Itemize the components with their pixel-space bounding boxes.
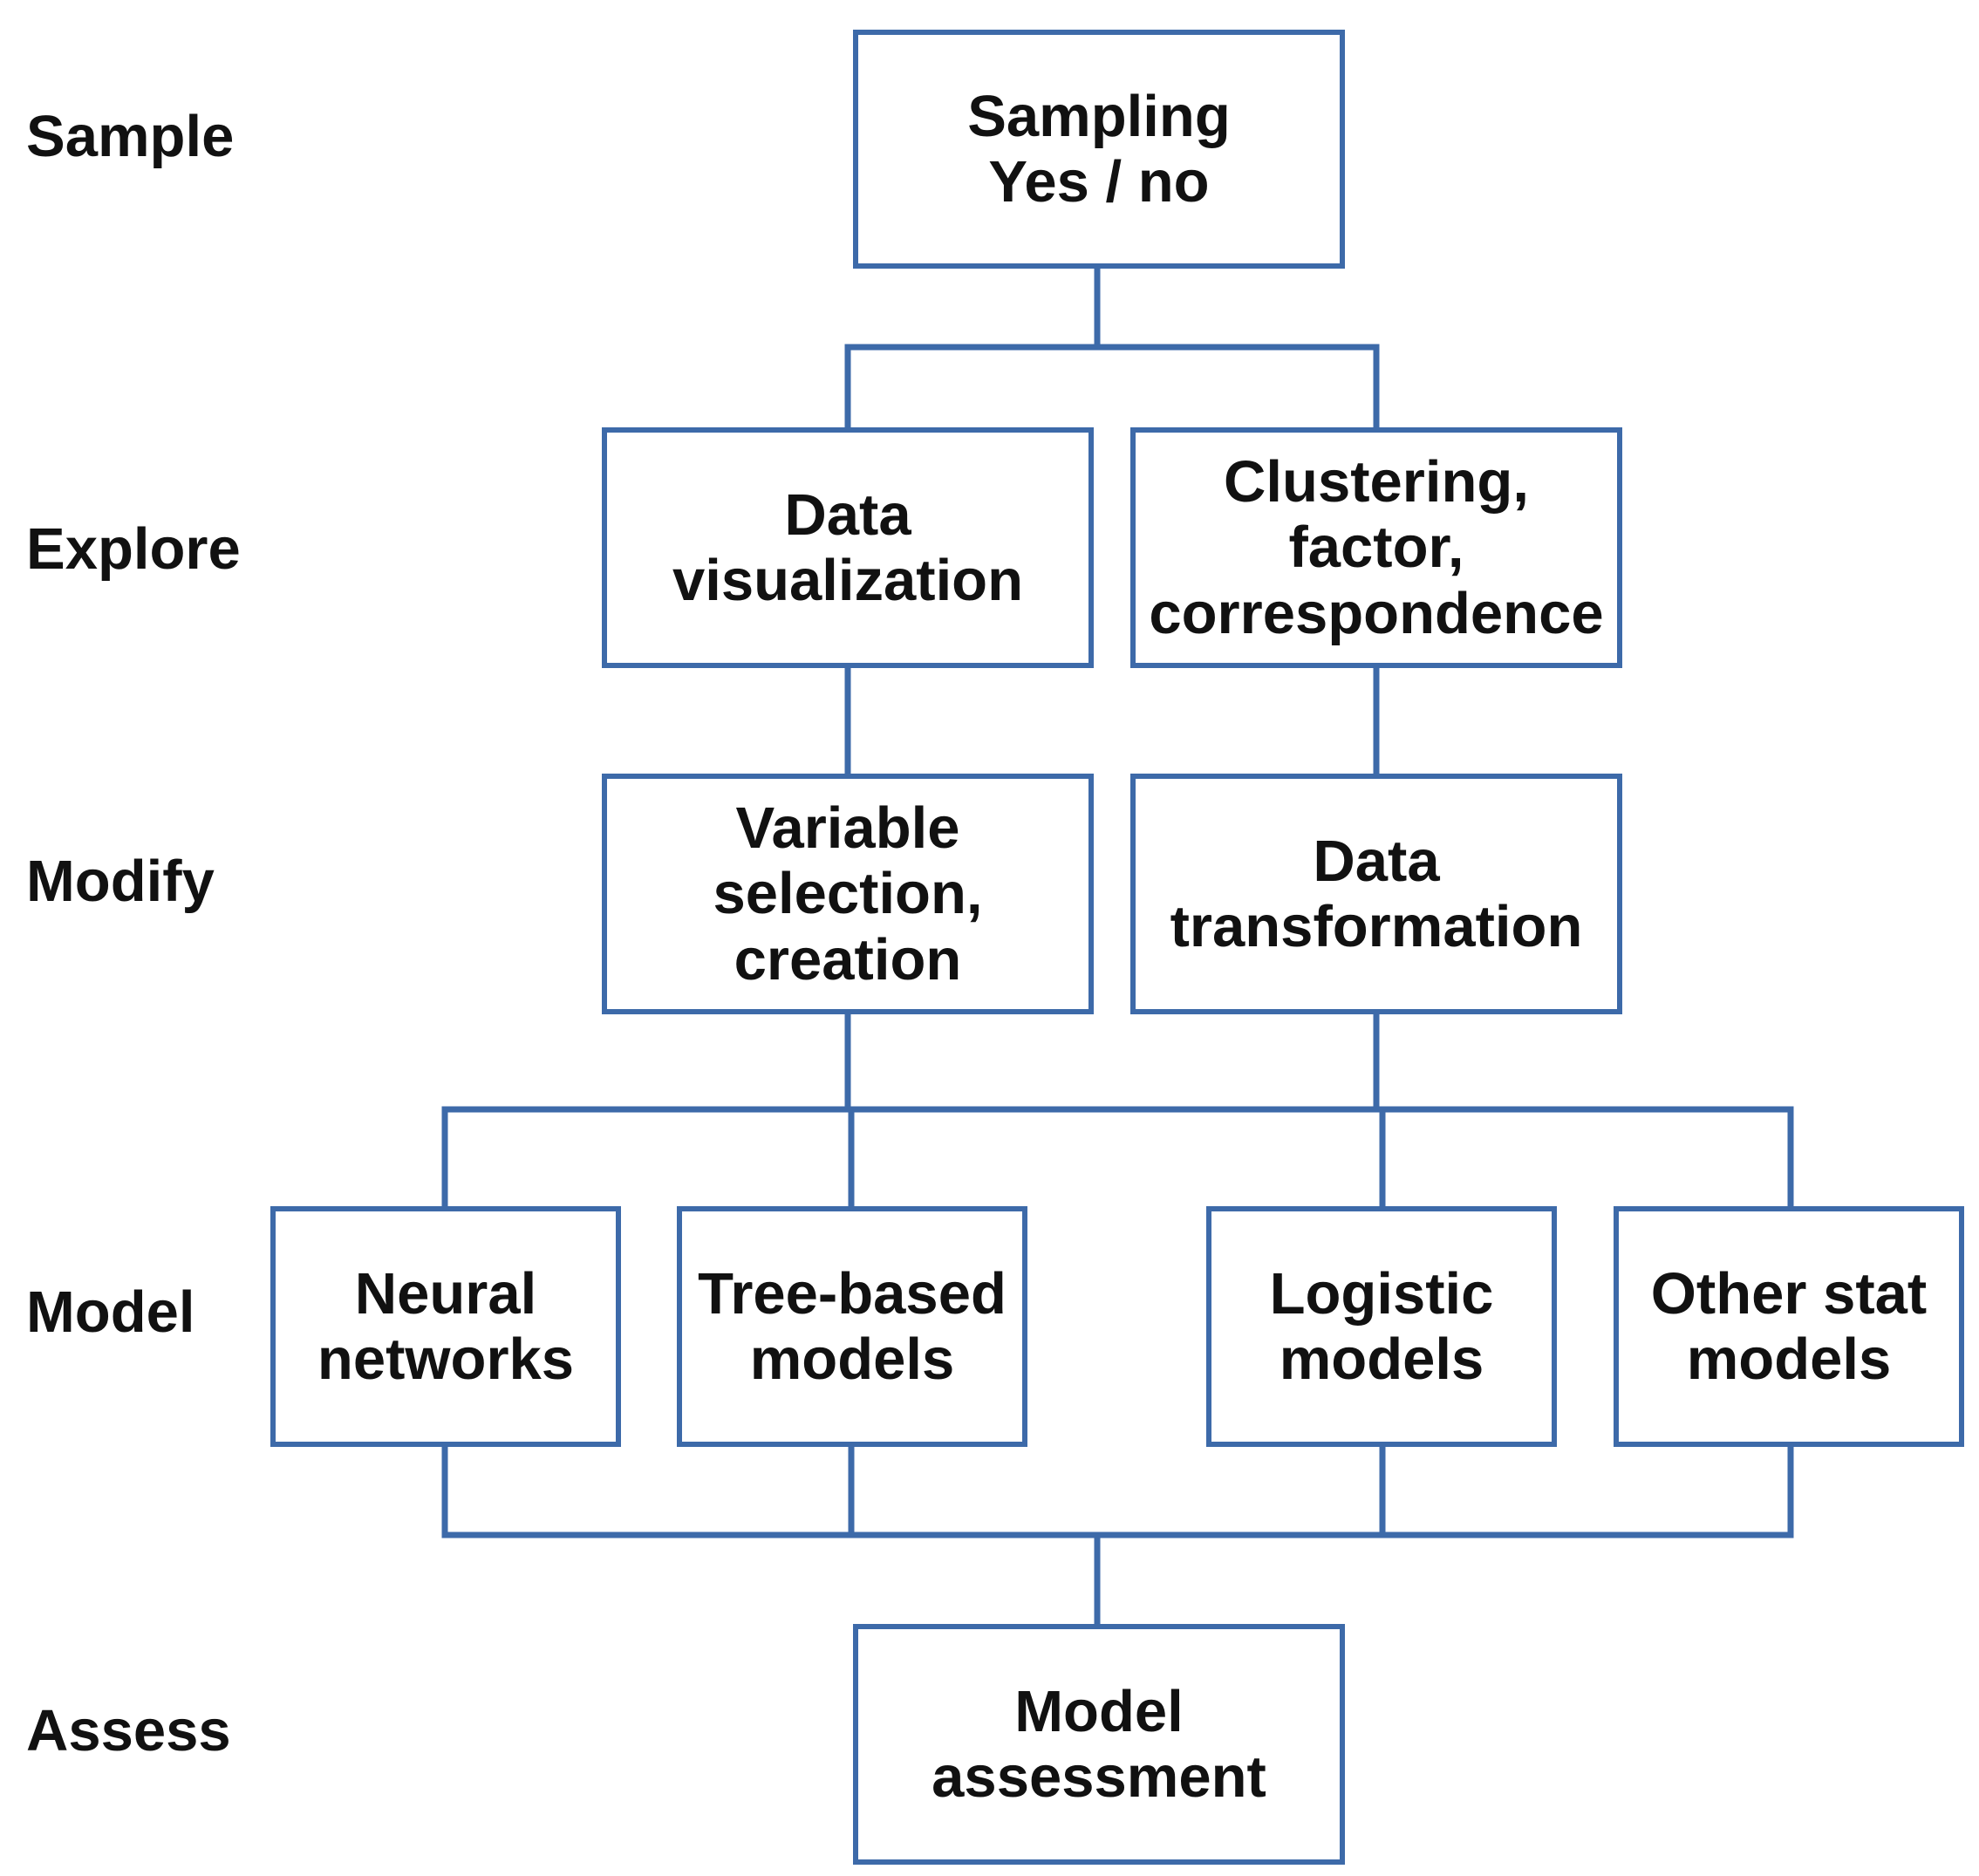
node-data-visualization-text: Data visualization (672, 481, 1024, 613)
node-clustering-factor-correspondence: Clustering, factor, correspondence (1130, 427, 1622, 668)
node-clustering-text: Clustering, factor, correspondence (1149, 449, 1604, 646)
node-data-transformation: Data transformation (1130, 774, 1622, 1014)
node-data-transformation-text: Data transformation (1170, 828, 1583, 959)
node-logistic-text: Logistic models (1269, 1260, 1494, 1392)
stage-label-modify: Modify (26, 849, 215, 914)
node-logistic-models: Logistic models (1206, 1206, 1557, 1447)
node-neural-networks-text: Neural networks (317, 1260, 575, 1392)
node-tree-based-text: Tree-based models (698, 1260, 1007, 1392)
node-sampling-text: Sampling Yes / no (967, 83, 1231, 215)
node-variable-selection-text: Variable selection, creation (713, 795, 983, 993)
stage-label-sample: Sample (26, 104, 235, 169)
node-data-visualization: Data visualization (602, 427, 1094, 668)
node-model-assessment-text: Model assessment (931, 1678, 1266, 1810)
node-sampling: Sampling Yes / no (853, 30, 1345, 269)
node-other-stat-models: Other stat models (1614, 1206, 1964, 1447)
node-model-assessment: Model assessment (853, 1624, 1345, 1865)
node-tree-based-models: Tree-based models (677, 1206, 1027, 1447)
node-variable-selection-creation: Variable selection, creation (602, 774, 1094, 1014)
stage-label-model: Model (26, 1279, 195, 1345)
stage-label-assess: Assess (26, 1698, 231, 1763)
node-neural-networks: Neural networks (270, 1206, 621, 1447)
stage-label-explore: Explore (26, 516, 241, 582)
node-other-stat-text: Other stat models (1650, 1260, 1928, 1392)
